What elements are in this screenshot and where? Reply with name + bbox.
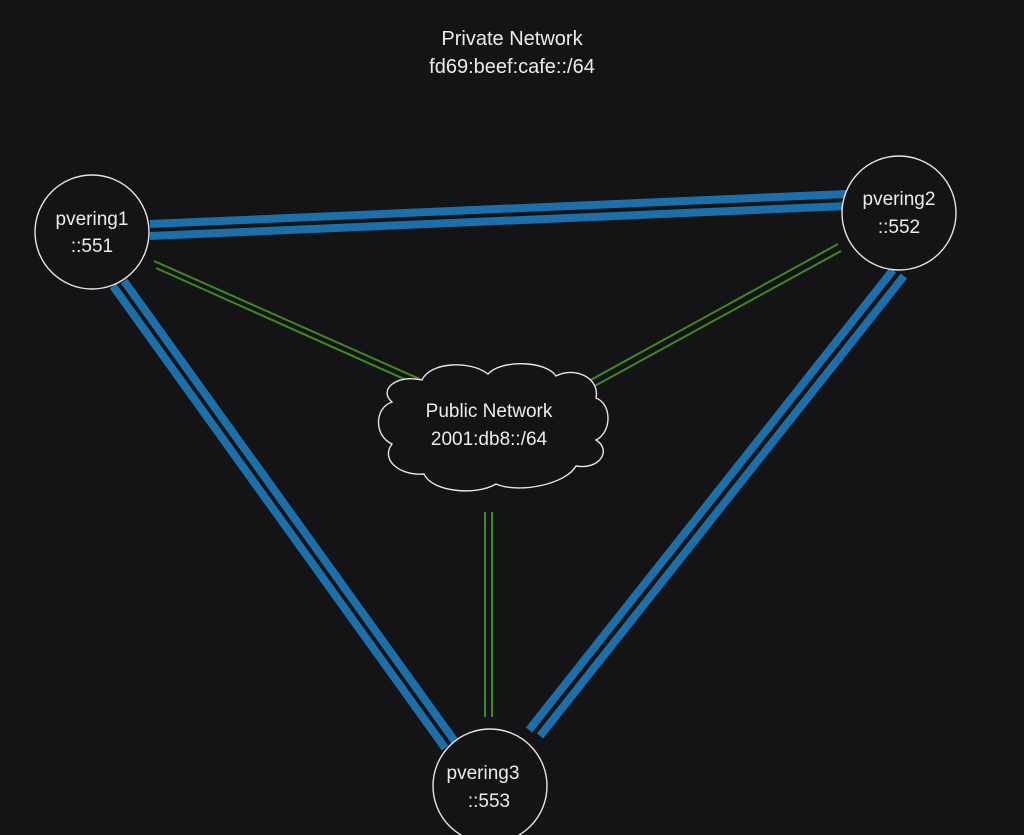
node-name: pvering2 xyxy=(863,189,936,210)
node-name: pvering3 xyxy=(447,763,520,784)
private-network-prefix: fd69:beef:cafe::/64 xyxy=(429,56,595,78)
node-address: ::552 xyxy=(878,217,920,238)
public-link-pvering3-cloud xyxy=(484,512,493,717)
node-address: ::553 xyxy=(468,791,510,812)
cloud-icon xyxy=(377,363,609,492)
node-pvering2: pvering2 ::552 xyxy=(841,155,957,271)
node-pvering3: pvering3 ::553 xyxy=(432,728,548,835)
public-link-pvering2-cloud xyxy=(586,243,842,389)
node-pvering1: pvering1 ::551 xyxy=(34,174,150,290)
public-network-prefix: 2001:db8::/64 xyxy=(431,429,548,450)
public-network-cloud: Public Network 2001:db8::/64 xyxy=(377,363,609,492)
public-links xyxy=(153,243,842,717)
node-address: ::551 xyxy=(71,236,113,257)
private-network-name: Private Network xyxy=(441,28,583,50)
node-name: pvering1 xyxy=(56,209,129,230)
private-link-pvering1-pvering3 xyxy=(109,278,460,751)
private-link-pvering2-pvering3 xyxy=(525,267,908,739)
private-network-title: Private Network fd69:beef:cafe::/64 xyxy=(429,28,595,78)
public-network-name: Public Network xyxy=(426,401,553,422)
private-link-pvering1-pvering2 xyxy=(149,190,848,240)
private-links xyxy=(109,190,908,751)
public-link-pvering1-cloud xyxy=(153,260,425,388)
